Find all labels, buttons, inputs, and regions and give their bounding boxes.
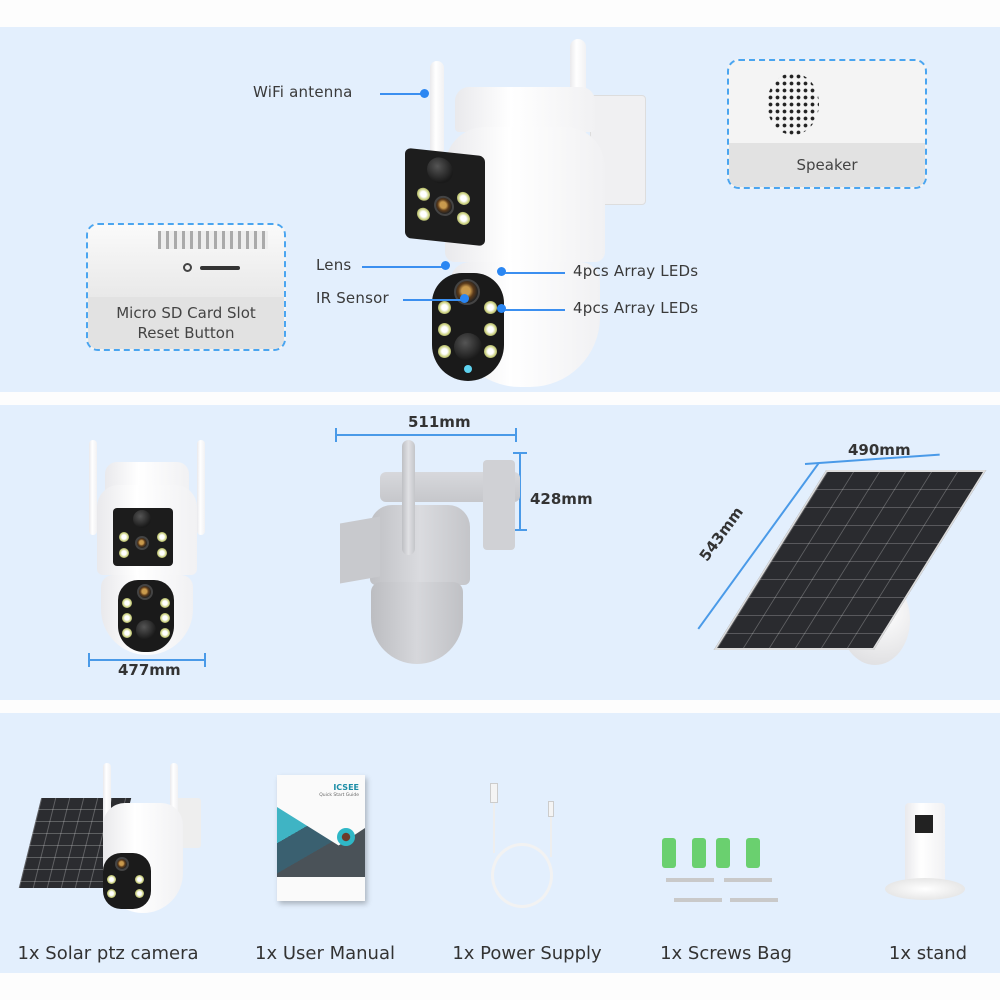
speaker-grille-icon: [767, 73, 819, 135]
lens-label: Lens: [316, 256, 352, 274]
side-width-label: 511mm: [408, 413, 471, 431]
screws-image: [660, 838, 790, 913]
solar-camera-image: [18, 763, 205, 913]
front-width-line: [88, 659, 206, 661]
side-height-tick-top: [513, 452, 527, 454]
side-width-tick-right: [515, 428, 517, 442]
package-item-label: 1x Screws Bag: [660, 943, 792, 964]
leds-upper-dot: [497, 267, 506, 276]
antenna-left: [430, 61, 444, 156]
package-contents-panel: 1x Solar ptz camera ICSEE Quick Start Gu…: [0, 713, 1000, 973]
front-width-tick-right: [204, 653, 206, 667]
front-width-tick-left: [88, 653, 90, 667]
package-item-label: 1x User Manual: [255, 943, 395, 964]
side-view-camera: [335, 440, 520, 665]
lens-leader: [362, 266, 444, 268]
dimensions-panel: 477mm 511mm 428mm 490mm 543mm: [0, 405, 1000, 700]
sd-slot-image: [88, 225, 284, 300]
leds-lower-leader: [505, 309, 565, 311]
sd-slot-label: Micro SD Card Slot Reset Button: [88, 297, 284, 349]
ir-sensor-label: IR Sensor: [316, 289, 389, 307]
ir-sensor-leader: [403, 299, 463, 301]
features-panel: WiFi antenna: [0, 27, 1000, 392]
manual-brand: ICSEE: [333, 783, 359, 792]
leds-lower-dot: [497, 304, 506, 313]
lens-dot: [441, 261, 450, 270]
side-height-label: 428mm: [530, 490, 593, 508]
manual-subtitle: Quick Start Guide: [319, 793, 359, 798]
camera-top-cap: [455, 87, 595, 132]
side-width-tick-left: [335, 428, 337, 442]
sd-slot-label-line2: Reset Button: [137, 324, 235, 342]
power-cable-image: [485, 783, 565, 913]
side-height-line: [519, 452, 521, 530]
ir-sensor-dot: [460, 294, 469, 303]
leds-upper-leader: [505, 272, 565, 274]
speaker-callout: Speaker: [727, 59, 927, 189]
package-item-label: 1x Power Supply: [452, 943, 602, 964]
package-item-label: 1x Solar ptz camera: [17, 943, 199, 964]
main-camera-image: [400, 37, 660, 387]
leds-lower-label: 4pcs Array LEDs: [573, 299, 699, 317]
speaker-label: Speaker: [729, 143, 925, 187]
panel-width-label: 490mm: [848, 441, 911, 459]
package-item-label: 1x stand: [888, 943, 968, 964]
upper-lens-plate: [405, 147, 485, 247]
front-width-label: 477mm: [118, 661, 181, 679]
stand-image: [885, 803, 965, 903]
front-view-camera: [85, 440, 210, 655]
user-manual-image: ICSEE Quick Start Guide: [277, 775, 365, 901]
wifi-antenna-leader: [380, 93, 424, 95]
wifi-antenna-dot: [420, 89, 429, 98]
sd-card-callout: Micro SD Card Slot Reset Button: [86, 223, 286, 351]
leds-upper-label: 4pcs Array LEDs: [573, 262, 699, 280]
side-height-tick-bottom: [513, 529, 527, 531]
sd-slot-label-line1: Micro SD Card Slot: [116, 304, 256, 322]
wifi-antenna-label: WiFi antenna: [253, 83, 353, 101]
lower-lens-plate: [432, 273, 504, 381]
side-width-line: [335, 434, 517, 436]
solar-panel-image: [690, 465, 987, 695]
